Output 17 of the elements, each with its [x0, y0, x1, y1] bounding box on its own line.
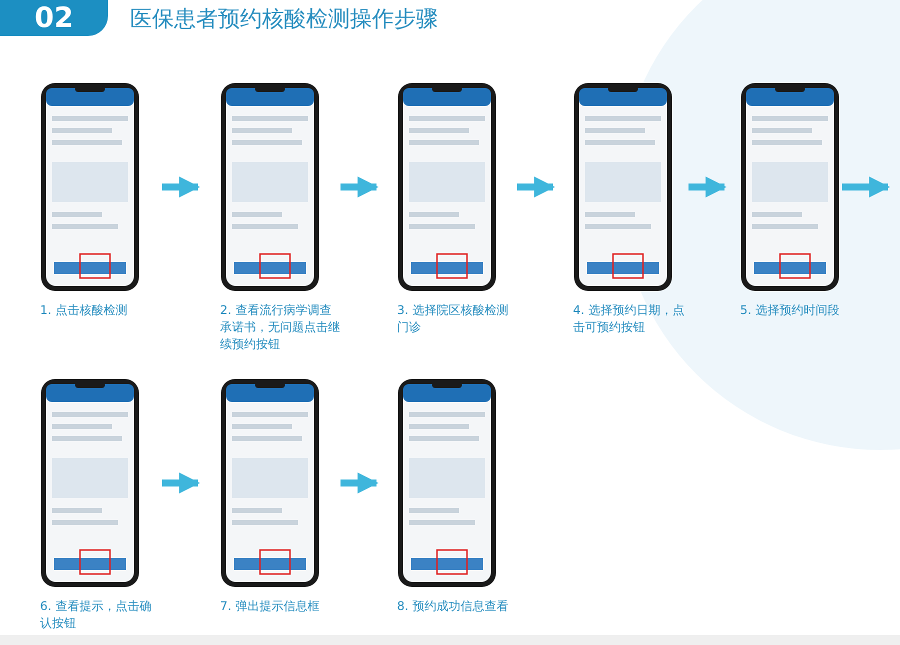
title: 医保患者预约核酸检测操作步骤 — [130, 6, 438, 34]
step-caption: 6. 查看提示，点击确认按钮 — [40, 598, 152, 632]
step-caption: 2. 查看流行病学调查承诺书，无问题点击继续预约按钮 — [220, 302, 341, 353]
step-caption: 4. 选择预约日期，点击可预约按钮 — [573, 302, 686, 336]
arrow — [842, 176, 890, 198]
arrow — [517, 176, 556, 198]
arrow — [340, 176, 379, 198]
step-caption: 7. 弹出提示信息框 — [220, 598, 320, 615]
step-caption: 3. 选择院区核酸检测门诊 — [397, 302, 510, 336]
step-caption: 1. 点击核酸检测 — [40, 302, 128, 319]
arrow — [162, 176, 200, 198]
step-caption: 5. 选择预约时间段 — [740, 302, 840, 319]
arrow — [340, 472, 379, 494]
number-badge: 02 — [0, 0, 108, 36]
arrow — [162, 472, 200, 494]
arrow — [688, 176, 727, 198]
step-caption: 8. 预约成功信息查看 — [397, 598, 510, 615]
